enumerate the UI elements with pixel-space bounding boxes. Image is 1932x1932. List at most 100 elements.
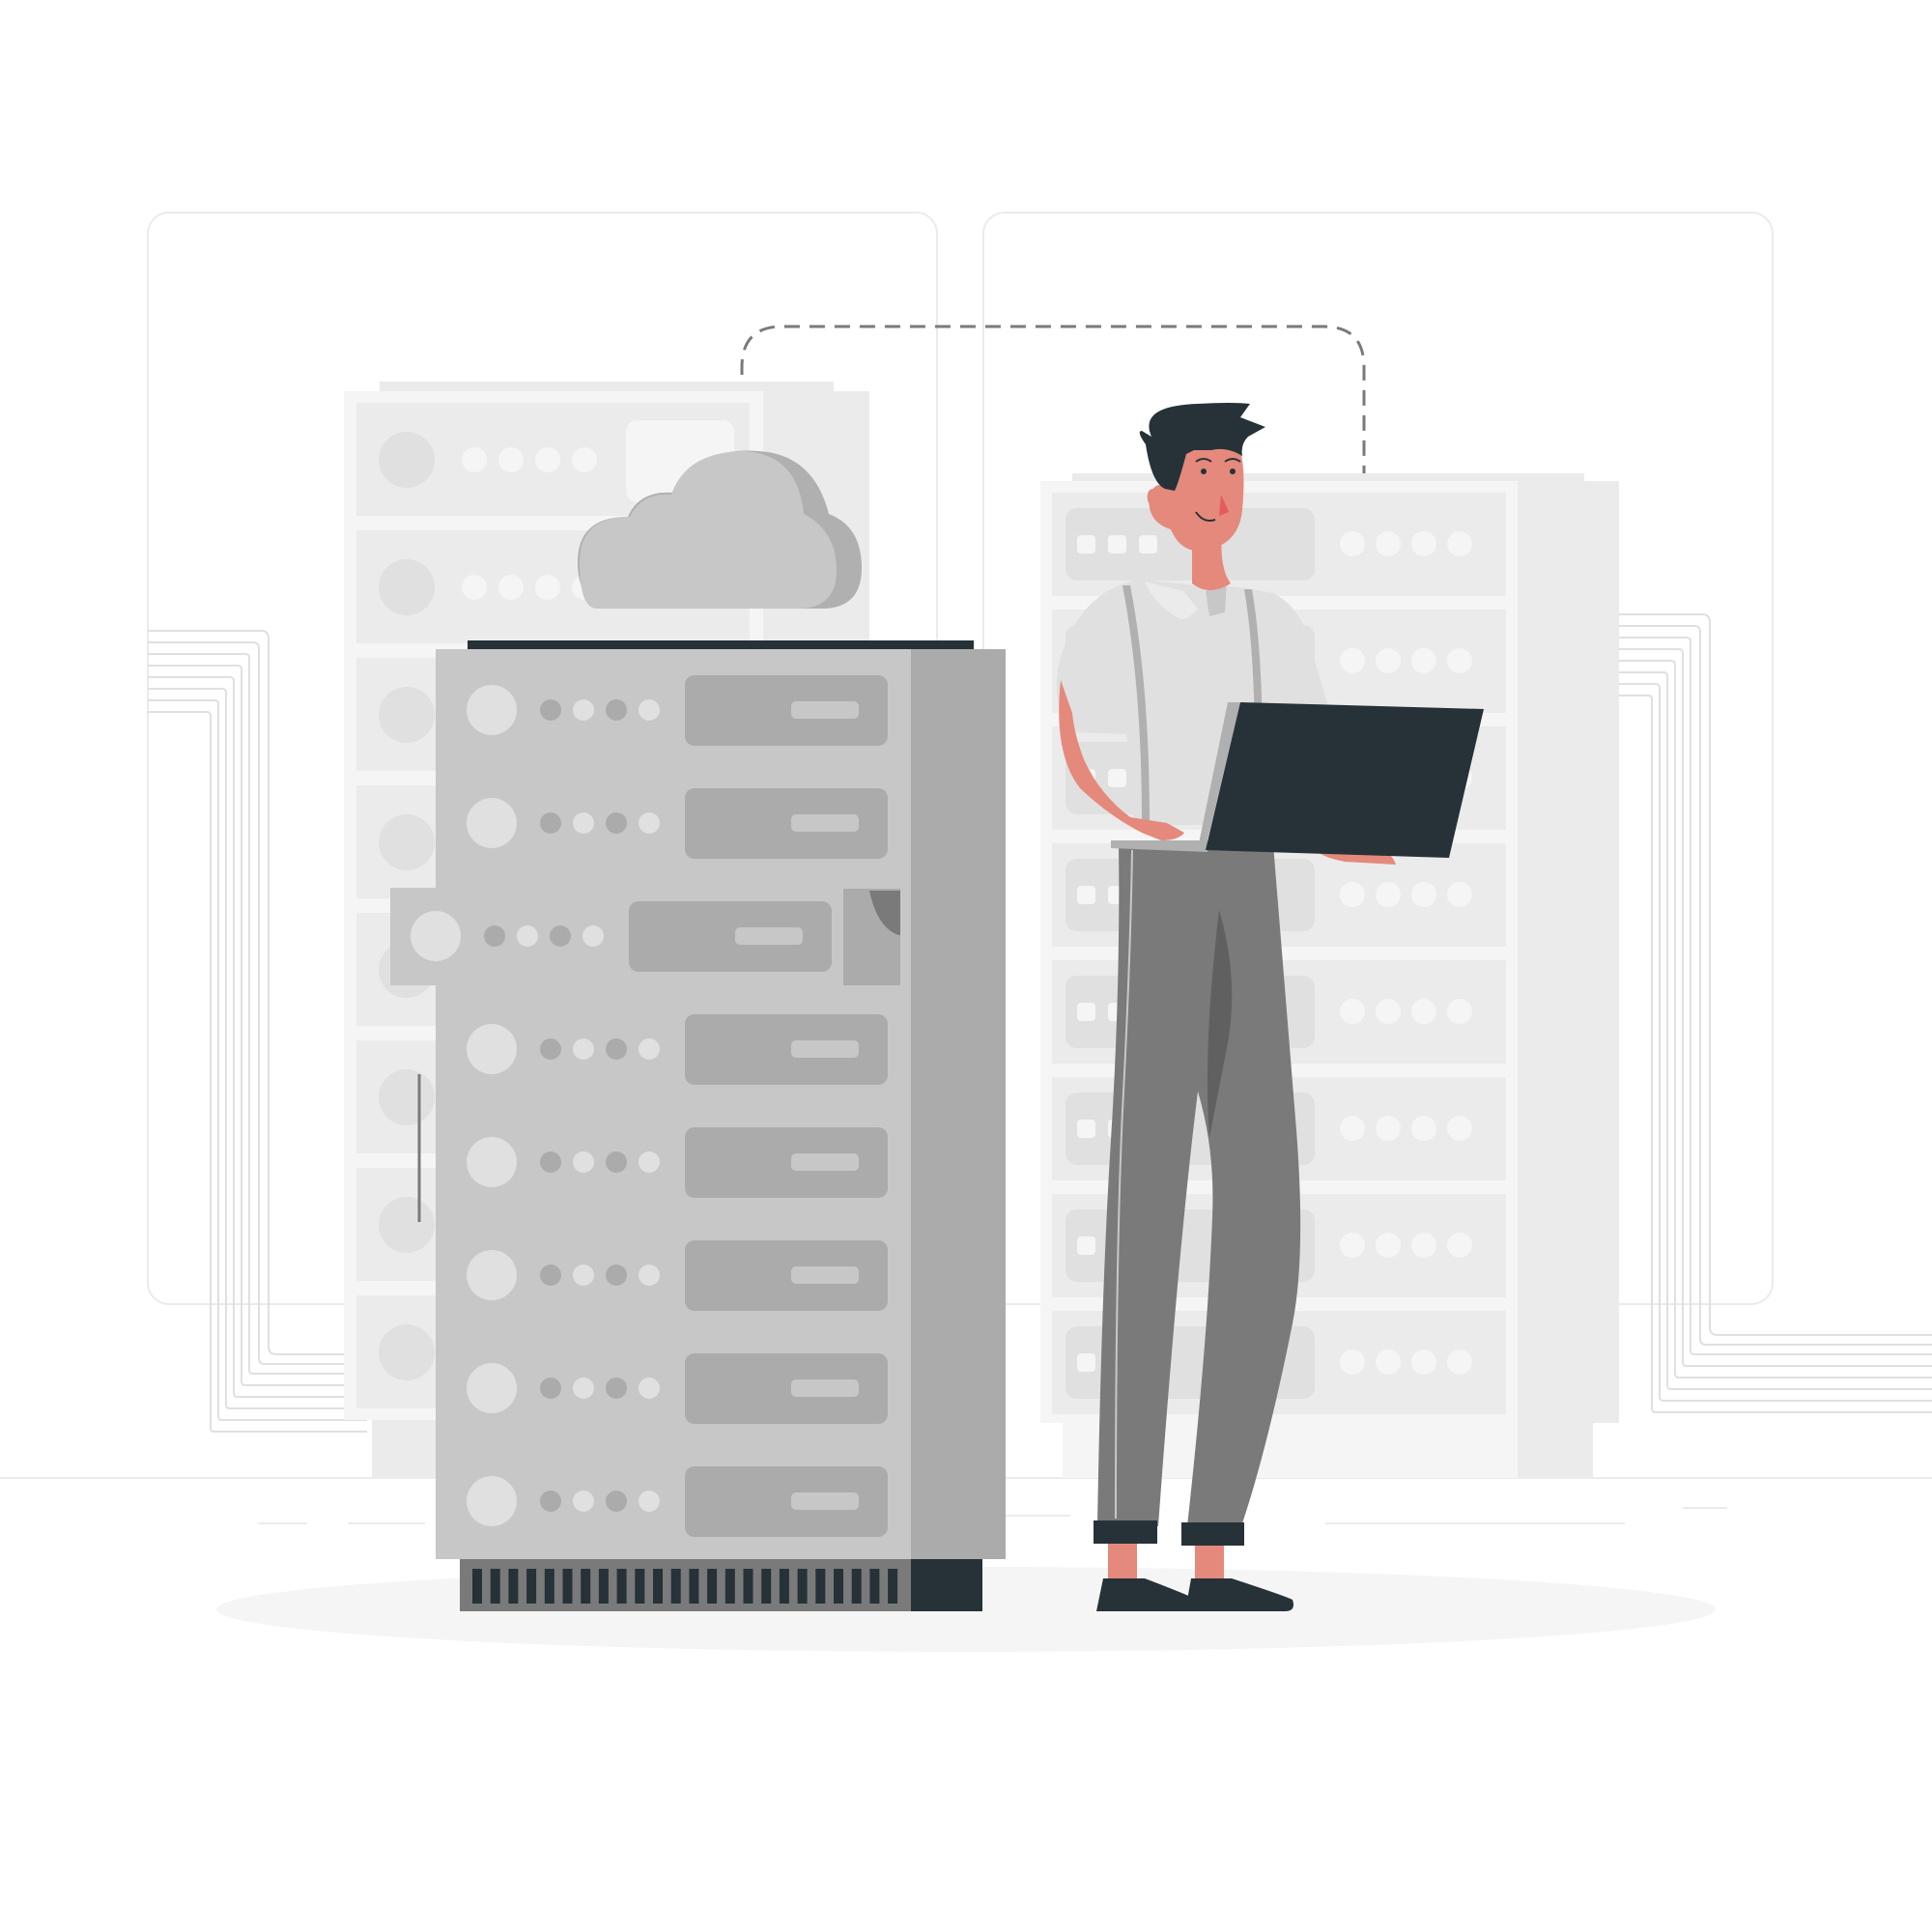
ear [1147, 488, 1165, 512]
slot-led [1376, 882, 1401, 907]
slot-drive-bay [629, 901, 832, 972]
right-eye [1230, 469, 1236, 474]
slot-drive-bay [685, 675, 888, 746]
slot-drive-bay [685, 1014, 888, 1085]
slot-led [1447, 1350, 1472, 1375]
vent-slat [779, 1569, 789, 1604]
slot-led [606, 1151, 627, 1173]
slot-led [573, 699, 594, 721]
slot-led [1447, 882, 1472, 907]
slot-led [639, 699, 660, 721]
left-ankle [1108, 1542, 1137, 1580]
vent-slat [526, 1569, 537, 1604]
vent-slat [581, 1569, 591, 1604]
vent-slat [544, 1569, 554, 1604]
left-cable-bundle [148, 630, 367, 1433]
slot-led [1376, 999, 1401, 1024]
slot-drive-bay [685, 1466, 888, 1537]
slot-knob [467, 798, 517, 848]
slot-knob [467, 685, 517, 735]
slot-led [1411, 882, 1436, 907]
slot-led [639, 1038, 660, 1060]
slot-drive-bay [685, 788, 888, 859]
floor-dashes [259, 1507, 1727, 1524]
laptop-base [1111, 840, 1208, 852]
slot-knob [379, 432, 435, 488]
right-eyebrow [1224, 458, 1241, 463]
laptop-screen [1206, 702, 1484, 858]
shirt-collar-left [1145, 582, 1198, 619]
vent-slat [724, 1569, 735, 1604]
vent-slat [834, 1569, 843, 1604]
slot-led [1411, 999, 1436, 1024]
vent-slat [562, 1569, 573, 1604]
slot-knob [379, 1197, 435, 1253]
slot-led [462, 447, 487, 472]
front-server-rack [390, 640, 1006, 1611]
slot-led [498, 447, 524, 472]
slot-led [573, 1264, 594, 1286]
slot-knob [467, 1250, 517, 1300]
left-eye [1201, 469, 1207, 474]
slot-knob [467, 1476, 517, 1526]
slot-led [1340, 648, 1365, 673]
slot-led [606, 1491, 627, 1512]
slot-led [540, 812, 561, 834]
vent-slat [797, 1569, 808, 1604]
slot-led [540, 1038, 561, 1060]
slot-led [582, 925, 604, 947]
vent-slat [689, 1569, 699, 1604]
slot-knob [379, 1324, 435, 1380]
slot-led [1447, 648, 1472, 673]
slot-led [1340, 1233, 1365, 1258]
slot-indicator [1077, 1003, 1095, 1021]
slot-led [540, 1491, 561, 1512]
slot-led [639, 1151, 660, 1173]
slot-led [540, 1151, 561, 1173]
slot-indicator [1077, 535, 1095, 554]
slot-knob [467, 1024, 517, 1074]
laptop-lid-edge [1198, 702, 1240, 848]
slot-led [606, 1264, 627, 1286]
slot-led [498, 575, 524, 600]
left-eyebrow [1195, 458, 1212, 463]
left-suspender [1122, 585, 1150, 821]
vent-slat [851, 1569, 862, 1604]
slot-led [1340, 999, 1365, 1024]
right-shoe [1185, 1578, 1293, 1611]
vent-slat [598, 1569, 609, 1604]
vent-slat [707, 1569, 718, 1604]
slot-led [573, 1378, 594, 1399]
slot-knob [467, 1363, 517, 1413]
slot-led [1340, 531, 1365, 556]
slot-led [1340, 1116, 1365, 1141]
slot-indicator [1108, 535, 1126, 554]
slot-led [1376, 531, 1401, 556]
slot-led [1340, 1350, 1365, 1375]
slot-led [1447, 1116, 1472, 1141]
shirt-collar-right [1206, 582, 1227, 616]
slot-led [606, 1038, 627, 1060]
slot-led [573, 1491, 594, 1512]
slot-led [1411, 1233, 1436, 1258]
slot-led [1447, 999, 1472, 1024]
slot-handle [791, 1492, 859, 1510]
slot-led [573, 1038, 594, 1060]
slot-led [517, 925, 538, 947]
vent-slat [670, 1569, 681, 1604]
slot-led [1376, 648, 1401, 673]
slot-handle [791, 814, 859, 832]
slot-knob [467, 1137, 517, 1187]
trouser-crease [1207, 910, 1233, 1138]
nose [1219, 495, 1229, 516]
slot-drive-bay [685, 1127, 888, 1198]
left-trouser-cuff [1094, 1520, 1157, 1544]
slot-led [1411, 1116, 1436, 1141]
network-connection-line [740, 325, 1366, 667]
slot-led [462, 575, 487, 600]
slot-led [540, 1264, 561, 1286]
slot-led [540, 1378, 561, 1399]
slot-led [540, 699, 561, 721]
slot-indicator [1077, 1353, 1095, 1372]
